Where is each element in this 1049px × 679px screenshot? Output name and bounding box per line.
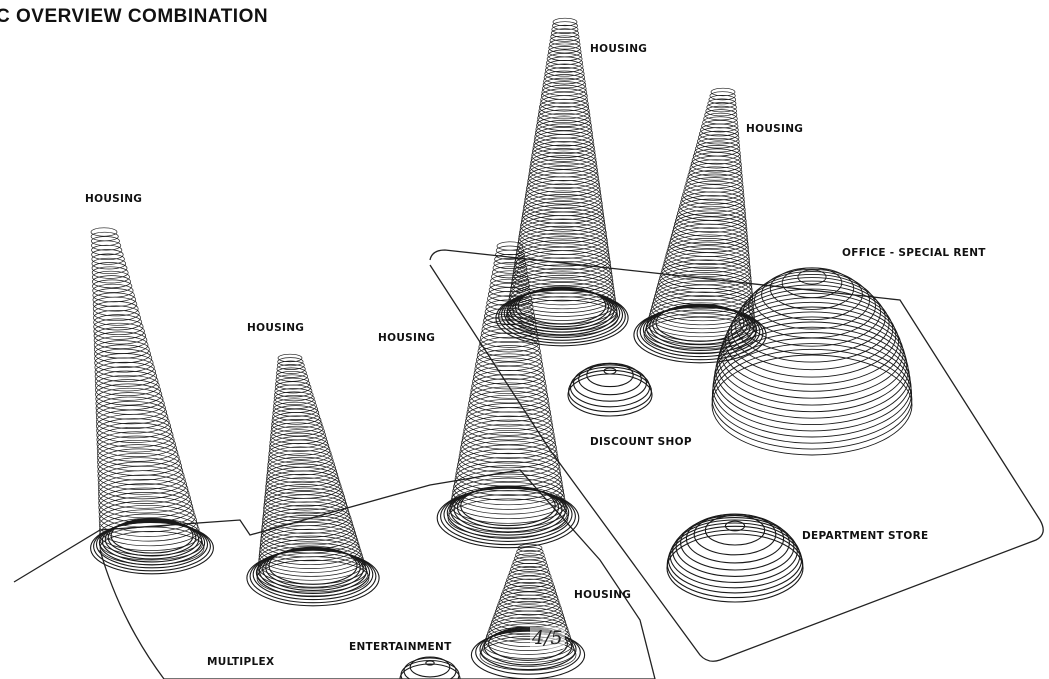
page-title: C OVERVIEW COMBINATION xyxy=(0,6,268,28)
label-discount-shop: DISCOUNT SHOP xyxy=(590,436,692,448)
label-multiplex: MULTIPLEX xyxy=(207,656,274,668)
spire-housing-top xyxy=(496,18,628,346)
dome-office-special-rent xyxy=(712,268,912,455)
label-housing-left: HOUSING xyxy=(85,193,142,205)
spire-housing-mid-left xyxy=(247,354,379,606)
label-housing-mid-left: HOUSING xyxy=(247,322,304,334)
label-entertainment: ENTERTAINMENT xyxy=(349,641,452,653)
label-office-special-rent: OFFICE - SPECIAL RENT xyxy=(842,247,986,259)
label-housing-center: HOUSING xyxy=(378,332,435,344)
spire-housing-bottom xyxy=(471,544,584,679)
spire-housing-left xyxy=(91,228,214,574)
label-housing-bottom: HOUSING xyxy=(574,589,631,601)
dome-discount-shop xyxy=(568,363,652,416)
dome-department-store xyxy=(667,514,803,602)
dome-entertainment xyxy=(400,657,460,679)
label-housing-top-right: HOUSING xyxy=(746,123,803,135)
label-department-store: DEPARTMENT STORE xyxy=(802,530,928,542)
label-housing-top: HOUSING xyxy=(590,43,647,55)
page-indicator: 4/5 xyxy=(530,627,565,649)
